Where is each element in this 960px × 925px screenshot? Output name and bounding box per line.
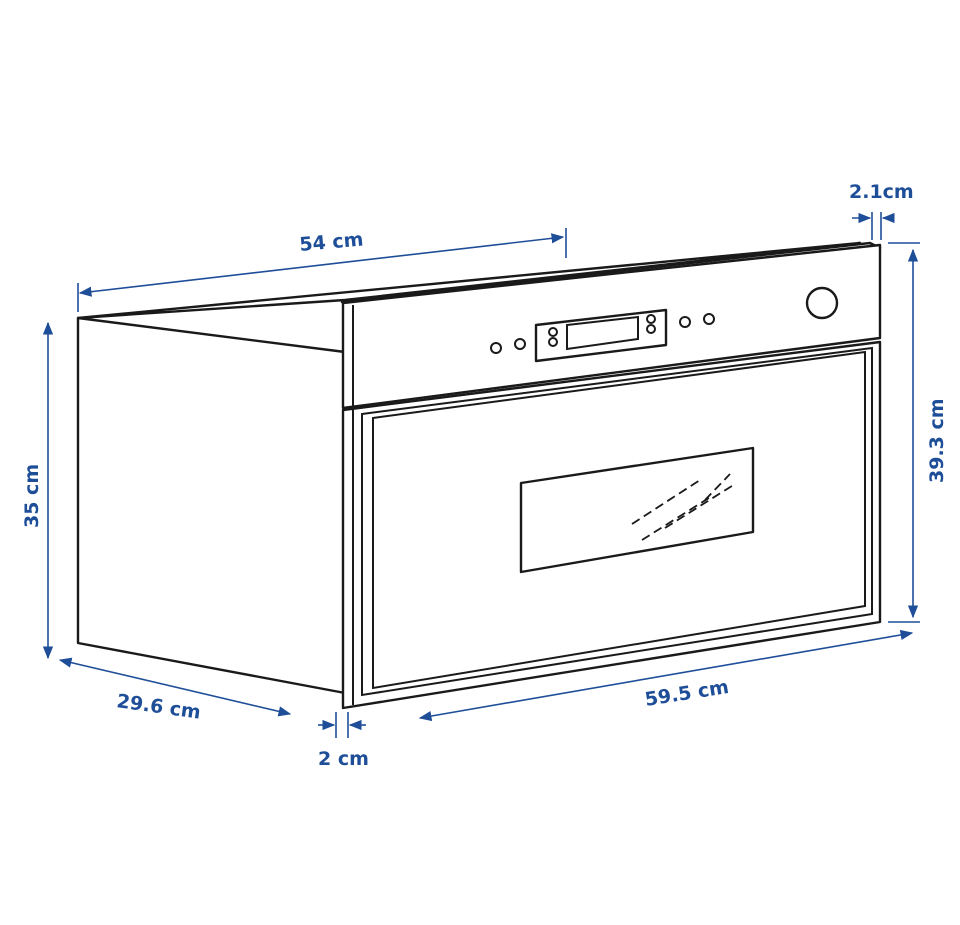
door-window	[519, 446, 755, 574]
oven-body	[76, 241, 882, 710]
dim-depth-bottom: 29.6 cm	[115, 690, 202, 724]
dim-depth-top: 54 cm	[299, 228, 365, 256]
controls	[490, 286, 839, 363]
dim-height-body: 35 cm	[21, 464, 43, 528]
dim-line-width-front	[418, 629, 914, 722]
button-icon	[679, 316, 691, 328]
display-screen	[566, 315, 639, 351]
door-inner-frame	[372, 350, 866, 690]
button-icon	[703, 313, 715, 325]
window-reflection	[631, 473, 736, 541]
dim-height-front: 39.3 cm	[926, 398, 948, 483]
dim-width-front: 59.5 cm	[643, 676, 730, 711]
dim-line-depth-bottom	[58, 657, 292, 717]
dim-frame-offset: 2 cm	[318, 748, 369, 770]
button-icon	[490, 342, 502, 354]
dim-line-depth-top	[78, 233, 565, 297]
button-icon	[514, 338, 526, 350]
dim-door-thickness: 2.1cm	[849, 181, 914, 203]
door-inner-frame-2	[361, 346, 873, 697]
dimension-lines	[42, 212, 920, 738]
cabinet-side-face	[76, 316, 347, 695]
knob-icon	[805, 286, 839, 320]
